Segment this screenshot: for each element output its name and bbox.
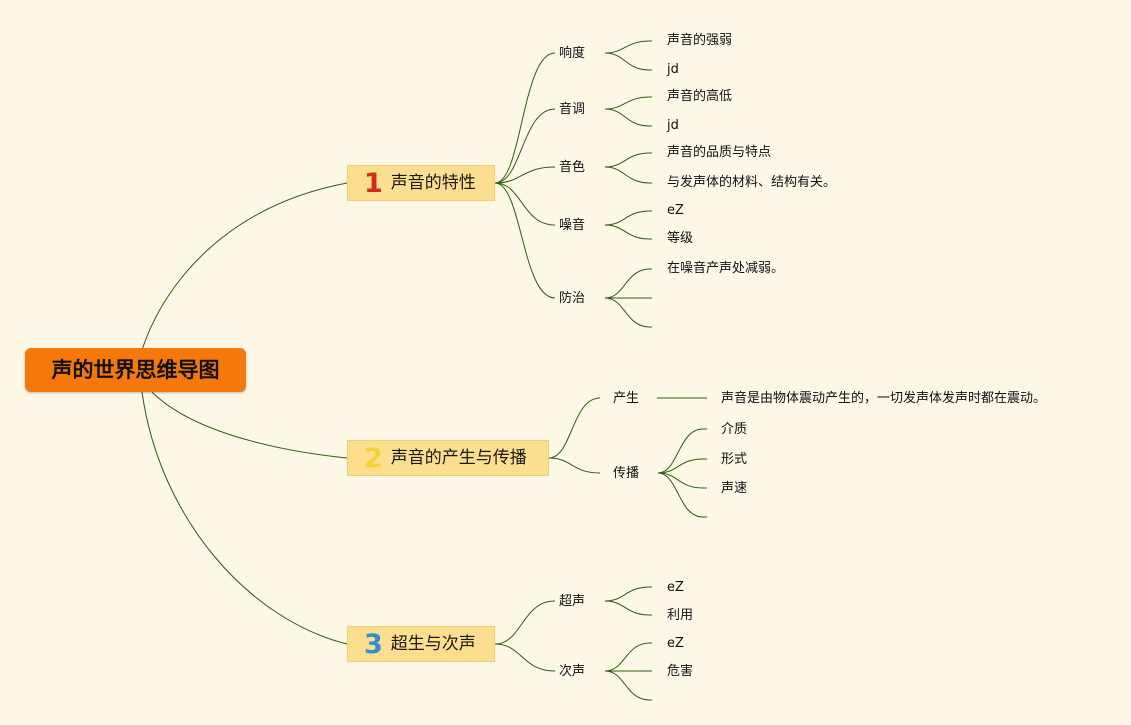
root-node[interactable]: 声的世界思维导图 xyxy=(25,348,246,392)
leaf-timbre-1[interactable]: 声音的品质与特点 xyxy=(667,145,772,160)
root-title: 声的世界思维导图 xyxy=(51,357,220,382)
connector-branch1-topic-2 xyxy=(494,166,556,184)
connector-noise-control-leaf-0 xyxy=(604,268,652,299)
connector-root-branch-3 xyxy=(141,391,348,645)
connector-infrasound-leaf-2 xyxy=(604,670,652,701)
connector-pitch-leaf-1 xyxy=(604,108,652,127)
connector-branch2-topic-0 xyxy=(548,397,601,459)
connector-propagation-leaf-2 xyxy=(657,472,707,489)
leaf-propagation-medium[interactable]: 介质 xyxy=(721,422,748,437)
leaf-timbre-2[interactable]: 与发声体的材料、结构有关。 xyxy=(667,175,837,190)
connector-loudness-leaf-0 xyxy=(604,40,652,54)
topic-timbre[interactable]: 音色 xyxy=(559,160,586,175)
connector-noise-leaf-0 xyxy=(604,210,652,226)
topic-ultrasound[interactable]: 超声 xyxy=(559,594,586,609)
branch-number-1: 1 xyxy=(364,167,383,199)
connector-root-branch-1 xyxy=(141,182,348,351)
topic-noise[interactable]: 噪音 xyxy=(559,218,586,233)
connector-loudness-leaf-1 xyxy=(604,52,652,71)
leaf-production-1[interactable]: 声音是由物体震动产生的，一切发声体发声时都在震动。 xyxy=(721,391,1047,406)
branch-sound-properties[interactable]: 1 声音的特性 xyxy=(347,165,495,201)
leaf-loudness-2[interactable]: jd xyxy=(667,62,679,77)
topic-loudness[interactable]: 响度 xyxy=(559,46,586,61)
connector-branch1-topic-3 xyxy=(494,182,556,226)
connector-timbre-leaf-0 xyxy=(604,152,652,168)
leaf-ultrasound-1[interactable]: eZ xyxy=(667,580,684,595)
topic-noise-control[interactable]: 防治 xyxy=(559,291,586,306)
leaf-ultrasound-2[interactable]: 利用 xyxy=(667,608,694,623)
leaf-propagation-form[interactable]: 形式 xyxy=(721,452,748,467)
connector-propagation-leaf-1 xyxy=(657,458,707,474)
leaf-noise-control-1[interactable]: 在噪音产声处减弱。 xyxy=(667,261,785,276)
connector-branch2-topic-1 xyxy=(548,457,601,474)
connector-noise-control-leaf-2 xyxy=(604,297,652,328)
leaf-noise-1[interactable]: eZ xyxy=(667,203,684,218)
connector-infrasound-leaf-0 xyxy=(604,642,652,672)
connector-ultrasound-leaf-0 xyxy=(604,586,652,602)
leaf-noise-2[interactable]: 等级 xyxy=(667,231,694,246)
leaf-infrasound-1[interactable]: eZ xyxy=(667,636,684,651)
connector-branch1-topic-1 xyxy=(494,108,556,184)
connector-noise-leaf-1 xyxy=(604,224,652,240)
topic-propagation[interactable]: 传播 xyxy=(613,466,640,481)
branch-sound-production-propagation[interactable]: 2 声音的产生与传播 xyxy=(347,440,549,476)
connector-timbre-leaf-1 xyxy=(604,166,652,184)
connector-branch1-topic-4 xyxy=(494,182,556,299)
connector-branch1-topic-0 xyxy=(494,52,556,184)
connector-root-branch-2 xyxy=(151,391,348,459)
leaf-loudness-1[interactable]: 声音的强弱 xyxy=(667,33,733,48)
connector-branch3-topic-0 xyxy=(494,600,556,645)
branch-ultrasound-infrasound[interactable]: 3 超生与次声 xyxy=(347,626,495,662)
connector-ultrasound-leaf-1 xyxy=(604,600,652,616)
connector-pitch-leaf-0 xyxy=(604,96,652,110)
topic-infrasound[interactable]: 次声 xyxy=(559,664,586,679)
topic-pitch[interactable]: 音调 xyxy=(559,102,586,117)
branch-number-2: 2 xyxy=(364,442,383,474)
leaf-propagation-speed[interactable]: 声速 xyxy=(721,481,748,496)
connector-propagation-leaf-3 xyxy=(657,472,707,518)
branch-title: 超生与次声 xyxy=(390,633,476,654)
connector-branch3-topic-1 xyxy=(494,643,556,672)
leaf-pitch-2[interactable]: jd xyxy=(667,118,679,133)
connector-propagation-leaf-0 xyxy=(657,428,707,474)
branch-title: 声音的特性 xyxy=(390,172,476,193)
leaf-infrasound-2[interactable]: 危害 xyxy=(667,664,694,679)
branch-title: 声音的产生与传播 xyxy=(390,447,527,468)
leaf-pitch-1[interactable]: 声音的高低 xyxy=(667,89,733,104)
topic-production[interactable]: 产生 xyxy=(613,391,640,406)
branch-number-3: 3 xyxy=(364,628,383,660)
